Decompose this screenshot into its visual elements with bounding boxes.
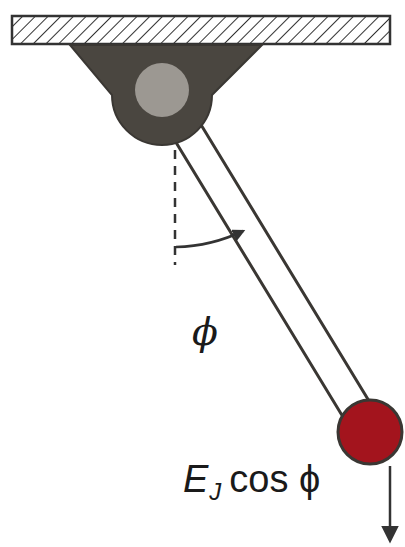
angle-arc [176,231,243,247]
energy-subscript: J [209,480,221,504]
pivot [135,63,189,117]
vertical-reference [174,150,177,265]
cosine-term: cos ϕ [229,460,320,498]
mount [70,45,262,145]
force-arrow [389,466,392,540]
bob [338,400,402,464]
energy-symbol: E [183,460,208,498]
angle-label: ϕ [192,313,218,351]
ceiling [12,16,390,44]
